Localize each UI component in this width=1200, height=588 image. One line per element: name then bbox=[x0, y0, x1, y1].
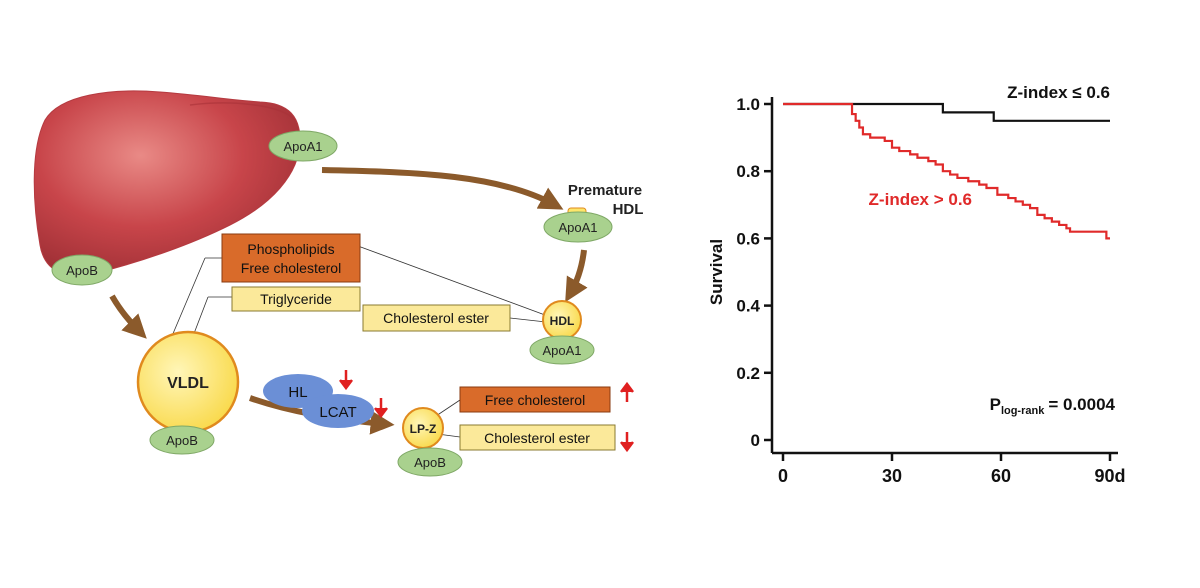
box-free-cholesterol-2-label: Free cholesterol bbox=[485, 392, 585, 408]
hdl-apoa1-ellipse bbox=[529, 335, 595, 365]
hdl-label: HDL bbox=[550, 314, 575, 328]
box-cholesterol-ester-1 bbox=[362, 304, 511, 332]
free-cholesterol-up-arrow bbox=[620, 381, 634, 402]
lpz-label: LP-Z bbox=[410, 422, 437, 436]
y-tick-label: 0.4 bbox=[736, 297, 760, 316]
liver-apob-ellipse bbox=[51, 254, 113, 286]
box-free-cholesterol-1-label: Free cholesterol bbox=[241, 260, 341, 276]
enzyme-hl-label: HL bbox=[288, 384, 307, 401]
arrow-liver-to-vldl bbox=[109, 294, 147, 339]
premature-hdl-label-line2: HDL bbox=[613, 201, 644, 218]
vldl-label: VLDL bbox=[167, 375, 209, 392]
p-main: P bbox=[990, 395, 1001, 414]
lipoprotein-diagram: ApoA1 ApoB Premature HDL ApoA1 Phospholi… bbox=[33, 90, 644, 477]
lcat-down-arrow bbox=[374, 398, 388, 419]
box-free-cholesterol-2 bbox=[459, 386, 611, 413]
x-tick-label: 30 bbox=[882, 466, 902, 486]
connector-lines bbox=[171, 245, 547, 438]
enzyme-lcat-label: LCAT bbox=[319, 404, 356, 421]
box-phospholipids-label: Phospholipids bbox=[247, 241, 334, 257]
lpz-apob-label: ApoB bbox=[414, 455, 446, 470]
x-tick-label: 0 bbox=[778, 466, 788, 486]
x-tick-label: 90d bbox=[1094, 466, 1125, 486]
y-tick-label: 1.0 bbox=[736, 95, 760, 114]
y-tick-label: 0.2 bbox=[736, 364, 760, 383]
box-phospholipids-free-cholesterol bbox=[221, 233, 361, 283]
arrow-premature-to-hdl bbox=[565, 249, 588, 303]
p-subscript: log-rank bbox=[1001, 405, 1045, 417]
survival-curve-low-z bbox=[783, 102, 1110, 122]
box-triglyceride-label: Triglyceride bbox=[260, 291, 332, 307]
enzyme-lcat-ellipse bbox=[302, 394, 374, 428]
box-cholesterol-ester-2 bbox=[459, 424, 616, 451]
liver-apob-label: ApoB bbox=[66, 263, 98, 278]
y-axis-label: Survival bbox=[707, 239, 726, 305]
y-tick-label: 0.8 bbox=[736, 162, 760, 181]
series-label-high: Z-index > 0.6 bbox=[869, 190, 972, 209]
p-value: = 0.0004 bbox=[1048, 395, 1115, 414]
x-tick-label: 60 bbox=[991, 466, 1011, 486]
y-tick-label: 0.6 bbox=[736, 229, 760, 248]
liver-apoa1-ellipse bbox=[268, 130, 338, 162]
series-label-low: Z-index ≤ 0.6 bbox=[1007, 83, 1110, 102]
p-value-annotation: Plog-rank= 0.0004 bbox=[990, 395, 1116, 417]
survival-curve-high-z bbox=[783, 102, 1110, 240]
arrow-liver-to-premature-hdl bbox=[321, 167, 564, 210]
box-cholesterol-ester-1-label: Cholesterol ester bbox=[383, 310, 489, 326]
y-tick-label: 0 bbox=[751, 431, 760, 450]
vldl-apob-ellipse bbox=[149, 425, 215, 455]
hdl-apoa1-label: ApoA1 bbox=[542, 343, 581, 358]
premature-hdl-label-line1: Premature bbox=[568, 182, 642, 199]
cholesterol-ester-down-arrow bbox=[620, 432, 634, 453]
survival-chart: Survival 0 0.2 0.4 0.6 0.8 1.0 0 30 60 90d Z-ind… bbox=[707, 83, 1126, 486]
premature-hdl-apoa1-ellipse bbox=[543, 211, 613, 243]
lpz-apob-ellipse bbox=[397, 447, 463, 477]
hl-down-arrow bbox=[339, 370, 353, 391]
box-cholesterol-ester-2-label: Cholesterol ester bbox=[484, 430, 590, 446]
vldl-apob-label: ApoB bbox=[166, 433, 198, 448]
premature-hdl-apoa1-label: ApoA1 bbox=[558, 220, 597, 235]
liver-illustration bbox=[33, 90, 301, 276]
box-triglyceride bbox=[231, 286, 361, 312]
liver-apoa1-label: ApoA1 bbox=[283, 139, 322, 154]
